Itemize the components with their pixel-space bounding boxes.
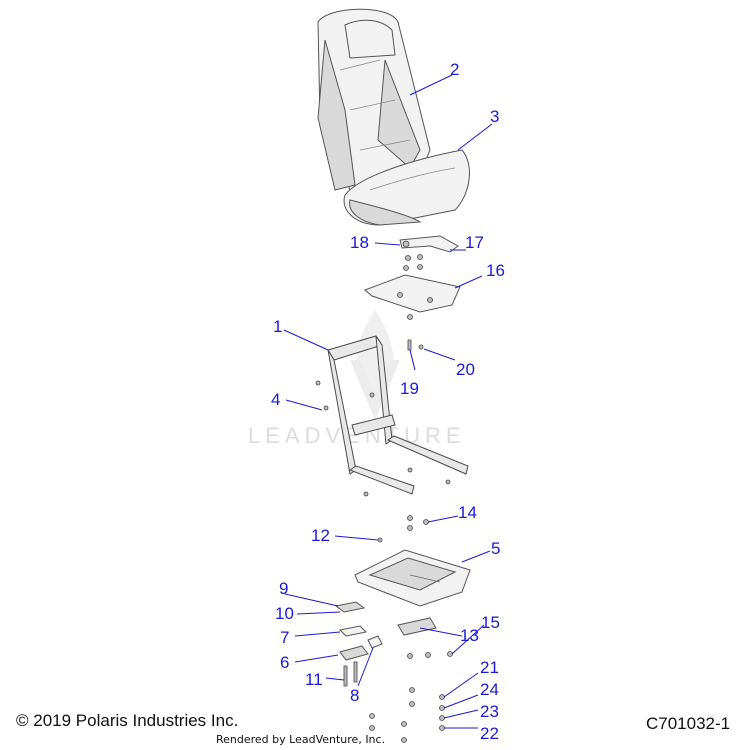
callout-17: 17 bbox=[465, 233, 484, 252]
figure-number: C701032-1 bbox=[646, 714, 731, 733]
callout-11: 11 bbox=[305, 670, 323, 689]
callout-19: 19 bbox=[400, 379, 419, 398]
callout-6: 6 bbox=[280, 653, 289, 672]
fasteners-mid bbox=[377, 515, 429, 543]
callout-3: 3 bbox=[490, 107, 499, 126]
seat-mount-plate bbox=[364, 274, 461, 320]
callouts: 2 3 18 17 16 1 20 19 4 14 12 5 9 10 13 1… bbox=[271, 60, 505, 743]
leader-lines bbox=[283, 74, 493, 729]
callout-15: 15 bbox=[481, 613, 500, 632]
rendered-by: Rendered by LeadVenture, Inc. bbox=[216, 733, 386, 746]
seat-base bbox=[354, 549, 471, 607]
bottom-hardware bbox=[369, 687, 445, 743]
callout-12: 12 bbox=[311, 526, 330, 545]
callout-5: 5 bbox=[491, 539, 500, 558]
callout-16: 16 bbox=[486, 261, 505, 280]
callout-18: 18 bbox=[350, 233, 369, 252]
copyright-notice: © 2019 Polaris Industries Inc. bbox=[16, 711, 239, 730]
callout-13: 13 bbox=[460, 626, 479, 645]
latch-parts bbox=[397, 617, 453, 659]
watermark-logo bbox=[350, 310, 400, 420]
seat-backrest bbox=[317, 8, 431, 191]
callout-8: 8 bbox=[350, 686, 359, 705]
seat-cushion bbox=[343, 149, 470, 226]
slider-parts bbox=[334, 601, 383, 687]
callout-7: 7 bbox=[280, 628, 289, 647]
callout-22: 22 bbox=[480, 724, 499, 743]
callout-23: 23 bbox=[480, 702, 499, 721]
callout-20: 20 bbox=[456, 360, 475, 379]
callout-2: 2 bbox=[450, 60, 459, 79]
callout-14: 14 bbox=[458, 503, 477, 522]
callout-9: 9 bbox=[279, 579, 288, 598]
seat-bracket bbox=[399, 235, 459, 253]
callout-24: 24 bbox=[480, 680, 499, 699]
seat-frame bbox=[315, 335, 469, 497]
studs-upper bbox=[403, 254, 423, 271]
callout-4: 4 bbox=[271, 390, 280, 409]
pins bbox=[407, 339, 424, 351]
callout-10: 10 bbox=[275, 604, 294, 623]
callout-21: 21 bbox=[480, 658, 499, 677]
callout-1: 1 bbox=[273, 317, 282, 336]
